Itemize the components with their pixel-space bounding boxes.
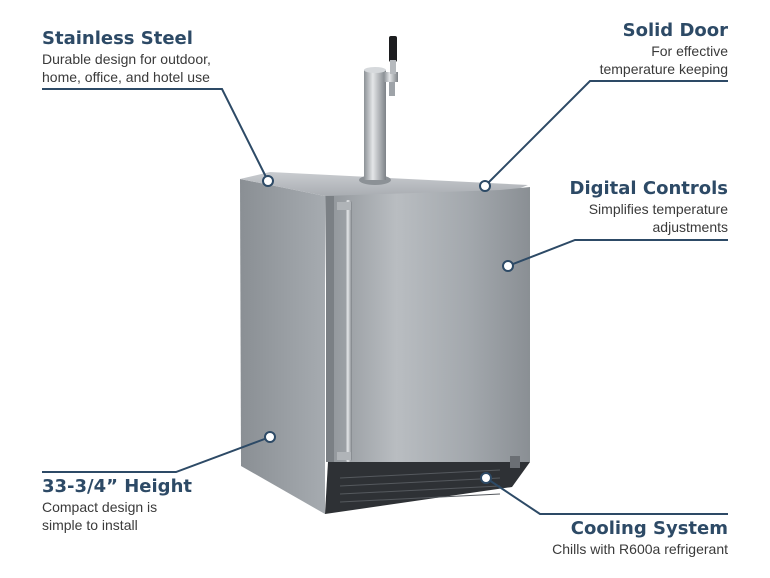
callout-desc: temperature keeping — [599, 61, 728, 77]
cabinet-side-panel — [240, 179, 325, 514]
callout-solid-door: Solid Door For effective temperature kee… — [600, 20, 728, 78]
callout-height: 33-3/4” Height Compact design is simple … — [42, 476, 192, 534]
callout-cooling-system: Cooling System Chills with R600a refrige… — [552, 518, 728, 558]
callout-desc: For effective — [651, 43, 728, 59]
callout-title: Digital Controls — [569, 178, 728, 199]
beer-tap-tower — [359, 36, 398, 185]
callout-desc: Chills with R600a refrigerant — [552, 541, 728, 557]
callout-desc: home, office, and hotel use — [42, 69, 210, 85]
callout-desc: simple to install — [42, 517, 138, 533]
callout-title: Stainless Steel — [42, 28, 193, 49]
callout-digital-controls: Digital Controls Simplifies temperature … — [570, 178, 728, 236]
cabinet-door — [325, 187, 530, 462]
callout-title: Cooling System — [570, 518, 728, 539]
callout-desc: Simplifies temperature — [588, 201, 728, 217]
callout-desc: adjustments — [652, 219, 728, 235]
callout-title: Solid Door — [622, 20, 728, 41]
callout-stainless-steel: Stainless Steel Durable design for outdo… — [42, 28, 211, 86]
callout-desc: Compact design is — [42, 499, 158, 515]
bottom-grille — [325, 456, 530, 514]
callout-title: 33-3/4” Height — [42, 476, 192, 497]
door-handle — [337, 200, 352, 462]
callout-desc: Durable design for outdoor, — [42, 51, 211, 67]
callout-dots — [262, 175, 514, 484]
leader-lines — [42, 80, 728, 515]
